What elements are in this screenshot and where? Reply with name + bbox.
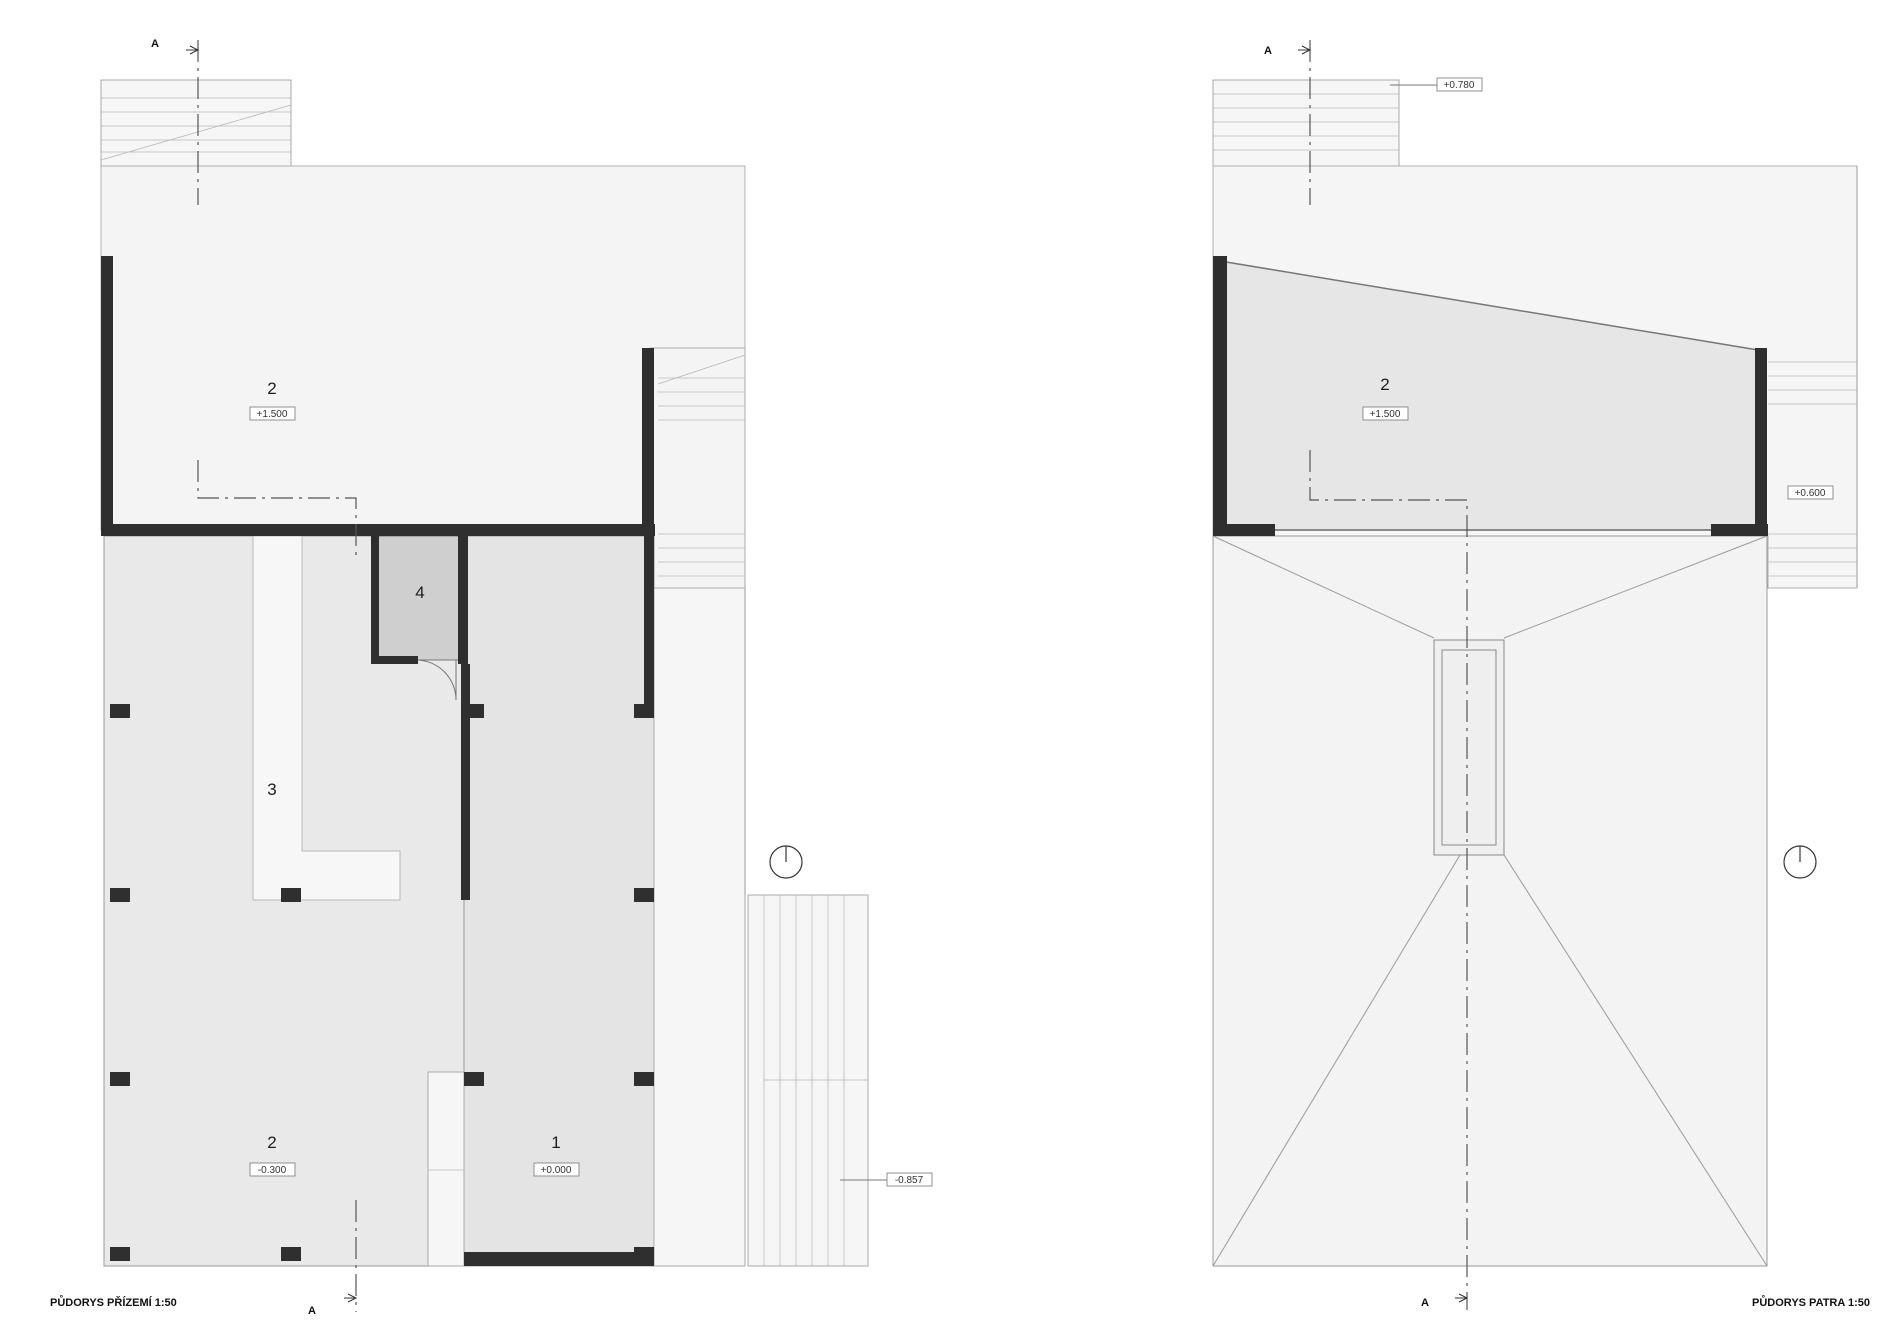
- side-stair-treads: [657, 354, 746, 577]
- level-value: -0.857: [895, 1175, 924, 1186]
- external-stair-treads: [763, 895, 868, 1266]
- skylight: [1433, 639, 1505, 856]
- hall-step: [427, 1071, 465, 1267]
- section-axis-jog: [1309, 450, 1468, 1310]
- wall-east-upper: [642, 348, 654, 536]
- room-4-storage: [373, 535, 465, 661]
- level-tag: [249, 1162, 296, 1177]
- upper-stair-treads: [100, 97, 292, 161]
- level-value: +0.780: [1444, 80, 1475, 91]
- door-swing: [415, 659, 457, 701]
- wall-room4-bottom: [371, 656, 418, 664]
- upper-stair-landing: [100, 79, 292, 167]
- level-value: +1.500: [257, 409, 288, 420]
- section-axis-jog: [197, 460, 357, 555]
- right-stair-treads: [1768, 361, 1857, 577]
- room-number: 3: [267, 780, 276, 799]
- level-value: +0.000: [541, 1165, 572, 1176]
- side-stair: [649, 347, 746, 589]
- wall-south-right: [1711, 524, 1768, 536]
- wall-south-left: [1213, 524, 1275, 536]
- level-tag: [886, 1172, 933, 1187]
- level-tag: [1362, 406, 1409, 421]
- level-tag: [1787, 485, 1834, 500]
- level-value: -0.300: [258, 1165, 287, 1176]
- upper-floor-plan: 2 +1.500 +0.780 +0.600 A A PŮDORYS PATRA…: [1212, 40, 1870, 1310]
- upper-stair-treads: [1213, 93, 1399, 151]
- wall-room4-right: [458, 536, 468, 664]
- external-walkway: [653, 587, 746, 1267]
- wall-west-upper: [101, 256, 113, 536]
- plan-caption: PŮDORYS PŘÍZEMÍ 1:50: [50, 1295, 177, 1309]
- section-mark: A: [308, 1305, 316, 1317]
- upper-stair: [1212, 79, 1400, 167]
- level-value: +1.500: [1370, 409, 1401, 420]
- wall-east-lower: [644, 536, 654, 718]
- plan-caption: PŮDORYS PATRA 1:50: [1752, 1295, 1870, 1309]
- room-number: 4: [415, 583, 424, 602]
- wall-west: [1213, 256, 1227, 536]
- ground-floor-plan: 2 +1.500 4 3 2 -0.300 1 +0.000 -0.857 A …: [50, 38, 933, 1317]
- level-tag: [533, 1162, 580, 1177]
- room-number: 1: [551, 1133, 560, 1152]
- room-number: 2: [267, 1133, 276, 1152]
- section-mark: A: [1421, 1297, 1429, 1309]
- wall-east: [1755, 348, 1767, 536]
- room-number: 2: [1380, 375, 1389, 394]
- wall-partition: [461, 664, 470, 900]
- wall-mid-horizontal: [101, 524, 655, 536]
- room-1-area: [463, 535, 655, 1267]
- level-tag: [1436, 77, 1483, 92]
- wall-room4-left: [371, 536, 379, 664]
- structural-columns: [110, 704, 654, 1261]
- level-value: +0.600: [1795, 488, 1826, 499]
- room-number: 2: [267, 379, 276, 398]
- wall-south-room1: [464, 1252, 654, 1266]
- roof-hip-lines: [1212, 535, 1768, 1267]
- level-tag: [249, 406, 296, 421]
- external-stair: [747, 894, 869, 1267]
- section-mark: A: [151, 38, 159, 50]
- section-mark: A: [1264, 45, 1272, 57]
